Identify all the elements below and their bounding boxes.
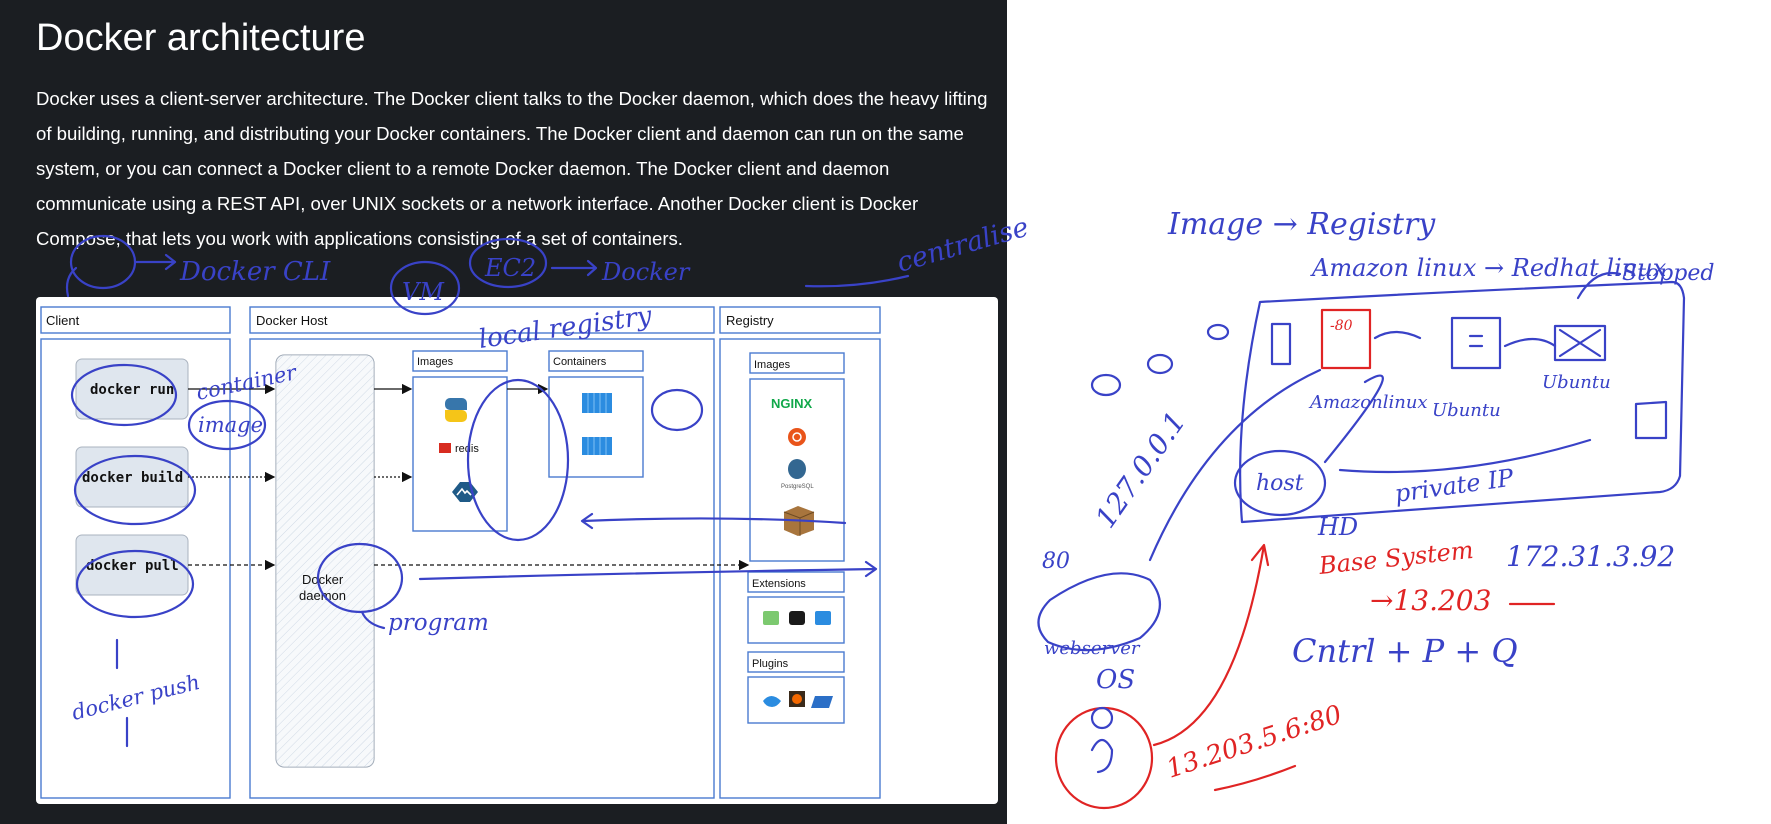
- architecture-diagram: Client docker run docker build docker pu…: [36, 297, 998, 804]
- client-header-label: Client: [46, 313, 80, 328]
- dot-1: [1090, 373, 1122, 397]
- client-section: Client docker run docker build docker pu…: [40, 306, 231, 799]
- docker-host-header-label: Docker Host: [256, 313, 328, 328]
- stopped-container-box: [1553, 324, 1607, 362]
- amazonlinux-label: Amazonlinux: [1308, 392, 1428, 413]
- plugins-label: Plugins: [752, 658, 789, 670]
- containers-box: [548, 376, 644, 478]
- package-box-icon: [783, 506, 815, 536]
- registry-images-label: Images: [754, 359, 791, 371]
- grid-extension-icon: [789, 611, 805, 625]
- host-circle: [1233, 449, 1327, 517]
- grafana-plugin-mark: [792, 694, 802, 704]
- docker-daemon-label-1: Docker: [302, 572, 344, 587]
- webserver-to-host-line: [1148, 368, 1322, 562]
- docker-daemon-tint: [276, 355, 374, 767]
- ubuntu-label-1: Ubuntu: [1432, 400, 1501, 421]
- containers-label: Containers: [553, 356, 607, 368]
- ubuntu-label-2: Ubuntu: [1542, 372, 1611, 393]
- webserver-shape: [1037, 572, 1161, 652]
- user-to-server-arrow: [1152, 543, 1270, 747]
- docker-host-header-box: [249, 306, 715, 334]
- private-ip-label: private IP: [1393, 463, 1516, 507]
- docker-run-command: docker run: [90, 382, 174, 398]
- ubuntu-icon-mark: [792, 432, 802, 442]
- stopped-cross: [1558, 328, 1602, 358]
- host-to-containers-lines: [1323, 374, 1592, 474]
- containers-header-box: [548, 350, 644, 372]
- diagram-canvas: Client docker run docker build docker pu…: [40, 306, 881, 799]
- intro-paragraph: Docker uses a client-server architecture…: [36, 88, 988, 249]
- user-head: [1090, 706, 1114, 730]
- public-ip-underline: [1213, 764, 1297, 792]
- ubuntu-box-lines: [1468, 334, 1484, 348]
- registry-header-box: [719, 306, 881, 334]
- container-icon-2: [582, 437, 612, 455]
- public-ip-label: 13.203.5.6:80: [1163, 700, 1346, 785]
- storage-plugin-icon: [811, 696, 833, 708]
- host-images-label: Images: [417, 356, 454, 368]
- host-label: host: [1256, 471, 1304, 496]
- server-box-outline: [1239, 280, 1686, 524]
- user-body: [1090, 738, 1114, 774]
- loopback-ip-label: 127.0.0.1: [1089, 406, 1193, 534]
- redis-label: redis: [455, 443, 479, 455]
- cloud-extension-icon: [815, 611, 831, 625]
- registry-header-label: Registry: [726, 313, 774, 328]
- link-amazon-ubuntu: [1373, 330, 1422, 340]
- plugins-header-box: [747, 651, 845, 673]
- keyboard-shortcut-note: Cntrl + P + Q: [1292, 632, 1518, 670]
- hd-label: HD: [1317, 513, 1358, 541]
- red-mark-note: -80: [1330, 318, 1353, 334]
- base-system-label: Base System: [1317, 536, 1475, 580]
- python-image-icon: [445, 398, 467, 422]
- amazon-linux-container-box: [1320, 308, 1372, 370]
- postgresql-label: PostgreSQL: [781, 484, 814, 490]
- dot-3: [1206, 323, 1230, 341]
- docker-build-command: docker build: [82, 470, 183, 486]
- client-header-box: [40, 306, 231, 334]
- docs-panel: Docker architecture Docker uses a client…: [0, 0, 1007, 824]
- eighty-label: 80: [1042, 549, 1070, 574]
- extensions-label: Extensions: [752, 578, 806, 590]
- ubuntu-image-icon: [788, 428, 806, 446]
- host-images-header-box: [412, 350, 508, 372]
- os-label: OS: [1096, 665, 1135, 695]
- link-ubuntu-stopped: [1503, 337, 1557, 348]
- page-title: Docker architecture: [36, 17, 366, 59]
- stopped-note: Stopped: [1622, 261, 1714, 286]
- user-circle: [1054, 706, 1154, 810]
- dot-2: [1146, 353, 1174, 375]
- container-icon-1: [582, 393, 612, 413]
- ubuntu-container-box: [1450, 316, 1502, 370]
- ip-fragment-label: →13.203: [1370, 584, 1491, 617]
- registry-section: Registry Images NGINX PostgreSQL: [719, 306, 881, 799]
- image-registry-note: Image → Registry: [1167, 207, 1436, 242]
- docker-daemon-label-2: daemon: [299, 588, 346, 603]
- server-small-box: [1270, 322, 1292, 366]
- docker-pull-command: docker pull: [86, 558, 179, 574]
- postgresql-image-icon: PostgreSQL: [781, 459, 814, 490]
- nginx-label: NGINX: [771, 396, 813, 411]
- amazon-redhat-note: Amazon linux → Redhat linux: [1310, 254, 1667, 282]
- stopped-pointer: [1576, 271, 1622, 300]
- base-system-ip: 172.31.3.92: [1506, 540, 1675, 573]
- frog-extension-icon: [763, 611, 779, 625]
- side-box: [1634, 400, 1668, 440]
- right-whiteboard: Image → Registry Amazon linux → Redhat l…: [1037, 207, 1714, 810]
- registry-images-header-box: [749, 352, 845, 374]
- webserver-label: webserver: [1044, 638, 1141, 659]
- docker-host-section: Docker Host Docker daemon Images redis: [249, 306, 715, 799]
- docker-whale-plugin-icon: [763, 696, 781, 707]
